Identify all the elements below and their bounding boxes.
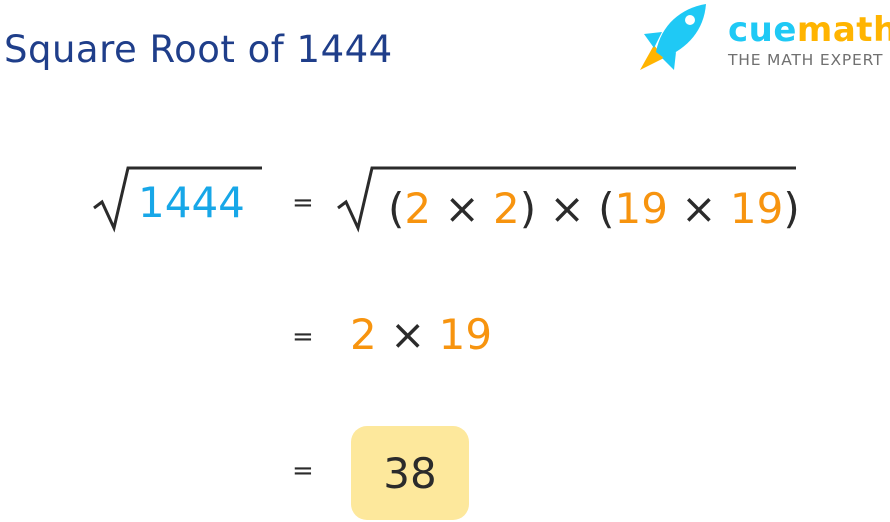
factor-expression: (2 × 2) × (19 × 19)	[388, 184, 800, 233]
factor: 19	[438, 310, 493, 359]
equals-sign-2: =	[292, 322, 314, 352]
radicand-lhs: 1444	[138, 178, 245, 227]
open-paren: (	[598, 184, 615, 233]
answer-box: 38	[351, 426, 469, 520]
times-sign: ×	[681, 184, 717, 233]
brand-math: math	[796, 10, 890, 50]
sqrt-symbol-rhs	[337, 166, 796, 233]
open-paren: (	[388, 184, 405, 233]
factor: 19	[729, 184, 784, 233]
logo-tagline: THE MATH EXPERT	[728, 51, 884, 69]
equals-sign-3: =	[292, 456, 314, 486]
factor: 19	[614, 184, 668, 233]
factor: 2	[493, 184, 520, 233]
page-title: Square Root of 1444	[4, 28, 393, 71]
brand-cue: cue	[728, 10, 797, 50]
close-paren: )	[519, 184, 537, 233]
sqrt-symbol-lhs	[93, 166, 262, 233]
close-paren: )	[783, 184, 800, 233]
factor: 2	[350, 310, 377, 359]
equals-sign-1: =	[292, 188, 314, 218]
times-sign: ×	[549, 184, 585, 233]
times-sign: ×	[390, 310, 426, 359]
factor: 2	[404, 184, 432, 233]
times-sign: ×	[444, 184, 480, 233]
rocket-icon	[640, 4, 706, 70]
product-expression: 2 × 19	[350, 310, 492, 359]
cuemath-logo: cuemath THE MATH EXPERT	[636, 0, 890, 80]
